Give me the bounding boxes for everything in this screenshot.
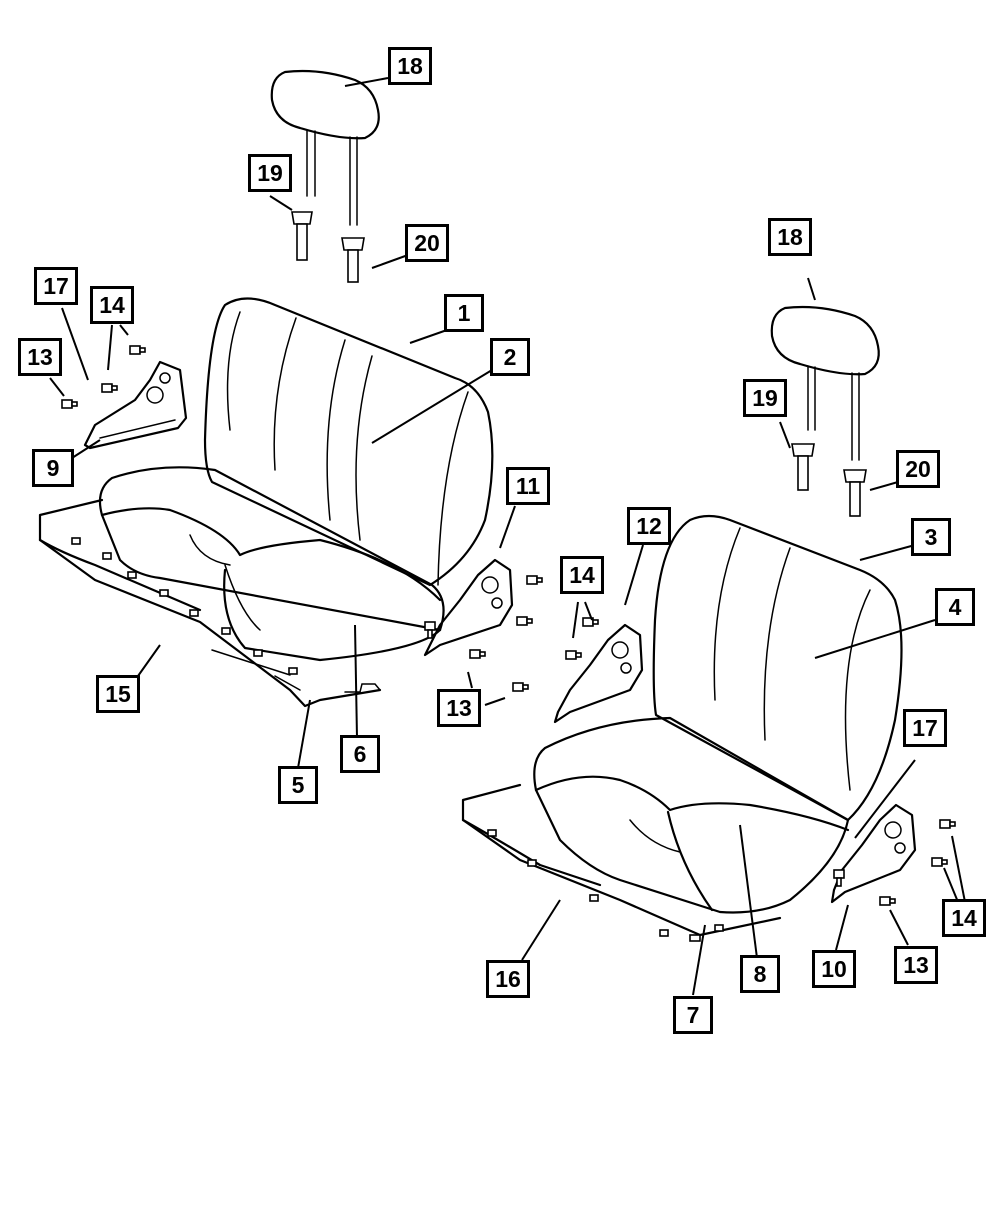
recliner-bracket-10	[830, 803, 917, 904]
callout-19-right: 19	[743, 379, 787, 417]
recliner-bracket-9	[83, 360, 188, 450]
callout-12: 12	[627, 507, 671, 545]
callout-5: 5	[278, 766, 318, 804]
callout-18-right: 18	[768, 218, 812, 256]
recliner-bracket-11	[423, 558, 514, 657]
callout-4: 4	[935, 588, 975, 626]
callout-16: 16	[486, 960, 530, 998]
callout-8: 8	[740, 955, 780, 993]
callout-13-left: 13	[18, 338, 62, 376]
callout-2: 2	[490, 338, 530, 376]
headrest-guide-left-a	[291, 211, 313, 261]
callout-15: 15	[96, 675, 140, 713]
bench-seat	[38, 297, 494, 708]
callout-18-top: 18	[388, 47, 432, 85]
bucket-seat	[461, 514, 903, 942]
leader-lines	[49, 77, 966, 996]
callout-14-mid: 14	[560, 556, 604, 594]
callout-11: 11	[506, 467, 550, 505]
callout-6: 6	[340, 735, 380, 773]
headrest-left	[270, 69, 380, 226]
headrest-right	[770, 305, 880, 461]
recliner-bracket-12	[553, 623, 644, 724]
callout-13-right: 13	[894, 946, 938, 984]
callout-1: 1	[444, 294, 484, 332]
headrest-guide-left-b	[341, 237, 365, 283]
callout-20-right: 20	[896, 450, 940, 488]
callout-9: 9	[32, 449, 74, 487]
callout-3: 3	[911, 518, 951, 556]
callout-13-mid: 13	[437, 689, 481, 727]
callout-17-right: 17	[903, 709, 947, 747]
callout-17-left: 17	[34, 267, 78, 305]
bolts	[61, 345, 956, 906]
headrest-guide-right-a	[791, 443, 815, 491]
callout-10: 10	[812, 950, 856, 988]
callout-7: 7	[673, 996, 713, 1034]
callout-14-left: 14	[90, 286, 134, 324]
headrest-guide-right-b	[843, 469, 867, 517]
callout-20-top: 20	[405, 224, 449, 262]
callout-19-top: 19	[248, 154, 292, 192]
callout-14-right: 14	[942, 899, 986, 937]
